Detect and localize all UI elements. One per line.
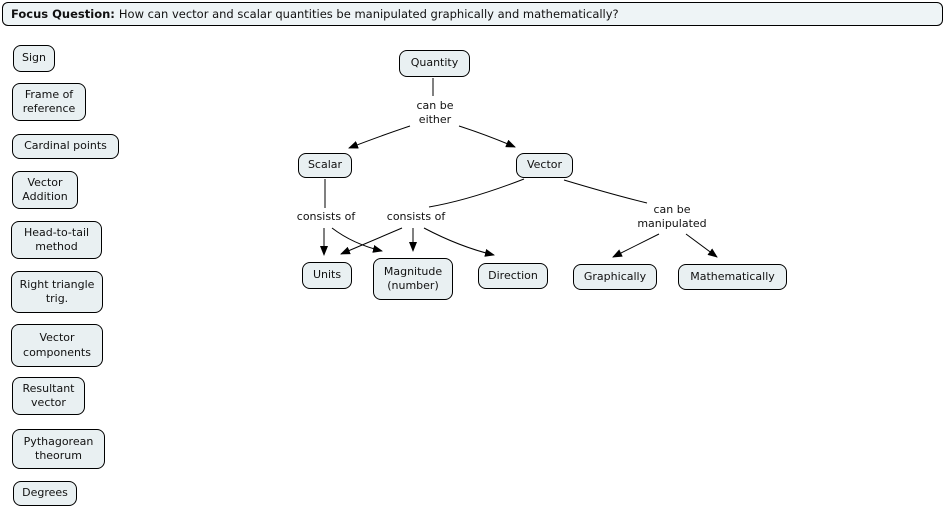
node-direction[interactable]: Direction xyxy=(478,263,548,289)
focus-question-banner[interactable]: Focus Question: How can vector and scala… xyxy=(2,2,943,26)
node-mathematically[interactable]: Mathematically xyxy=(678,264,787,290)
edge-vector-consists-of-to-units xyxy=(340,227,403,255)
parking-chip-sign[interactable]: Sign xyxy=(13,45,55,72)
edge-can-be-either-to-scalar xyxy=(348,125,411,149)
edge-vector-to-consists-of xyxy=(428,178,525,208)
node-units[interactable]: Units xyxy=(302,262,352,289)
node-graphically[interactable]: Graphically xyxy=(573,264,657,290)
parking-chip-right-triangle-trig[interactable]: Right triangle trig. xyxy=(11,271,103,313)
edge-vector-to-can-be-manipulated xyxy=(563,179,648,204)
parking-chip-degrees[interactable]: Degrees xyxy=(13,481,77,506)
parking-chip-vector-components[interactable]: Vector components xyxy=(11,324,103,367)
node-vector[interactable]: Vector xyxy=(516,153,573,178)
node-magnitude[interactable]: Magnitude (number) xyxy=(373,258,453,300)
node-scalar[interactable]: Scalar xyxy=(298,153,352,178)
edge-manipulated-to-graphically xyxy=(612,233,660,258)
parking-chip-pythagorean-theorum[interactable]: Pythagorean theorum xyxy=(12,429,105,469)
edge-can-be-either-to-vector xyxy=(458,125,516,148)
parking-chip-resultant-vector[interactable]: Resultant vector xyxy=(12,377,85,415)
parking-chip-head-to-tail-method[interactable]: Head-to-tail method xyxy=(11,221,102,259)
linking-phrase-consists-of-scalar[interactable]: consists of xyxy=(296,209,356,223)
edge-manipulated-to-mathematically xyxy=(685,233,718,258)
linking-phrase-can-be-manipulated[interactable]: can be manipulated xyxy=(637,202,707,230)
parking-chip-cardinal-points[interactable]: Cardinal points xyxy=(12,134,119,159)
linking-phrase-can-be-either[interactable]: can be either xyxy=(416,98,454,126)
linking-phrase-consists-of-vector[interactable]: consists of xyxy=(386,209,446,223)
focus-question-text: How can vector and scalar quantities be … xyxy=(118,7,619,21)
parking-chip-vector-addition[interactable]: Vector Addition xyxy=(12,171,78,209)
parking-chip-frame-of-reference[interactable]: Frame of reference xyxy=(12,83,86,121)
edge-vector-consists-of-to-direction xyxy=(423,227,495,257)
edge-scalar-consists-of-to-magnitude xyxy=(331,227,383,253)
focus-question-label: Focus Question: xyxy=(11,7,115,21)
node-quantity[interactable]: Quantity xyxy=(399,50,470,77)
